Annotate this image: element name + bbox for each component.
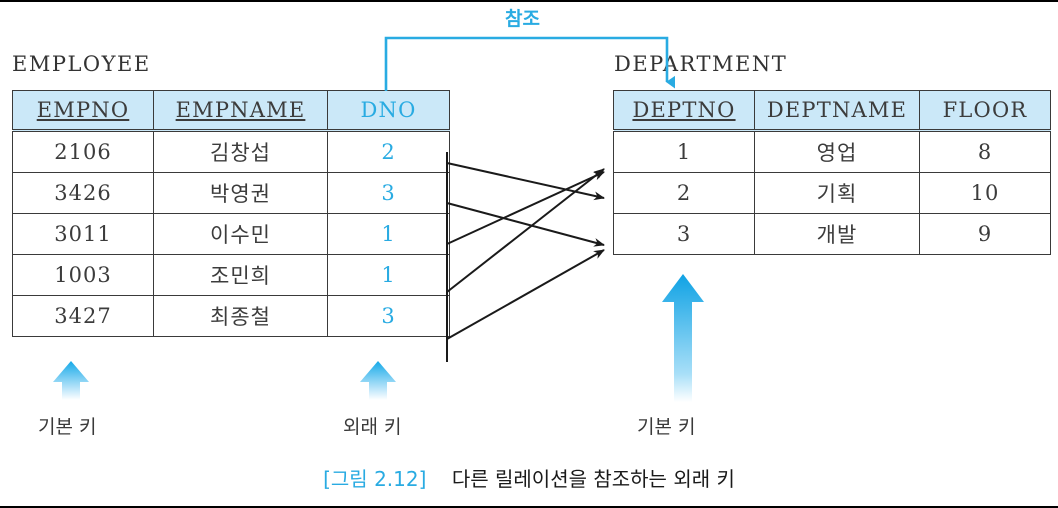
cell-deptname: 개발 <box>754 213 920 255</box>
column-header-deptname-label: DEPTNAME <box>766 98 908 122</box>
figure-caption-number: [그림 2.12] <box>323 467 427 491</box>
cell-empname: 김창섭 <box>153 130 328 173</box>
table-row: 3011 이수민 1 <box>12 213 450 255</box>
column-header-dno: DNO <box>327 90 450 132</box>
fk-arrow-row-2 <box>446 202 605 247</box>
cell-empno: 3426 <box>12 172 154 214</box>
cell-dno: 1 <box>327 213 450 255</box>
table-row: 3426 박영권 3 <box>12 172 450 214</box>
column-header-empno: EMPNO <box>12 90 154 132</box>
column-header-floor-label: FLOOR <box>942 98 1028 122</box>
cell-empname: 이수민 <box>153 213 328 255</box>
cell-deptno: 2 <box>613 172 755 214</box>
cell-dno: 3 <box>327 295 450 337</box>
column-header-deptname: DEPTNAME <box>754 90 920 132</box>
fk-arrow-row-5 <box>446 249 605 340</box>
cell-empname: 조민희 <box>153 254 328 296</box>
cell-deptname: 영업 <box>754 130 920 173</box>
cell-empno: 3427 <box>12 295 154 337</box>
cell-empname: 최종철 <box>153 295 328 337</box>
column-header-floor: FLOOR <box>919 90 1051 132</box>
table-row: 2 기획 10 <box>613 172 1051 214</box>
fk-arrow-row-3 <box>446 171 605 245</box>
cell-floor: 8 <box>919 130 1051 173</box>
cell-empname: 박영권 <box>153 172 328 214</box>
cell-floor: 9 <box>919 213 1051 255</box>
cell-floor: 10 <box>919 172 1051 214</box>
cell-deptname: 기획 <box>754 172 920 214</box>
department-table: DEPTNO DEPTNAME FLOOR 1 영업 8 2 기획 10 <box>613 90 1051 255</box>
figure-caption-text: 다른 릴레이션을 참조하는 외래 키 <box>451 467 735 491</box>
employee-header-row: EMPNO EMPNAME DNO <box>12 90 450 132</box>
table-row: 2106 김창섭 2 <box>12 130 450 173</box>
department-header-row: DEPTNO DEPTNAME FLOOR <box>613 90 1051 132</box>
table-row: 3 개발 9 <box>613 213 1051 255</box>
cell-empno: 2106 <box>12 130 154 173</box>
department-relation-title: DEPARTMENT <box>614 52 788 76</box>
column-header-deptno: DEPTNO <box>613 90 755 132</box>
column-header-dno-label: DNO <box>360 98 417 122</box>
cell-empno: 3011 <box>12 213 154 255</box>
annotation-primary-key-department: 기본 키 <box>637 416 696 438</box>
cell-empno: 1003 <box>12 254 154 296</box>
employee-table: EMPNO EMPNAME DNO 2106 김창섭 2 3426 박영권 3 <box>12 90 450 337</box>
column-header-empname-label: EMPNAME <box>175 98 306 122</box>
column-header-empname: EMPNAME <box>153 90 328 132</box>
reference-label: 참조 <box>505 8 540 30</box>
column-header-deptno-label: DEPTNO <box>632 98 736 122</box>
fk-arrow-row-4 <box>446 168 605 293</box>
foreign-key-arrow-employee <box>360 361 396 400</box>
primary-key-arrow-department <box>662 274 704 402</box>
fk-arrow-row-1 <box>446 162 605 201</box>
cell-dno: 2 <box>327 130 450 173</box>
cell-deptno: 3 <box>613 213 755 255</box>
cell-dno: 3 <box>327 172 450 214</box>
primary-key-arrow-employee <box>53 361 89 400</box>
column-header-empno-label: EMPNO <box>36 98 130 122</box>
table-row: 3427 최종철 3 <box>12 295 450 337</box>
annotation-foreign-key-employee: 외래 키 <box>343 416 402 438</box>
table-row: 1 영업 8 <box>613 130 1051 173</box>
employee-relation-title: EMPLOYEE <box>12 52 151 76</box>
cell-deptno: 1 <box>613 130 755 173</box>
cell-dno: 1 <box>327 254 450 296</box>
table-row: 1003 조민희 1 <box>12 254 450 296</box>
figure-caption: [그림 2.12] 다른 릴레이션을 참조하는 외래 키 <box>0 463 1058 492</box>
annotation-primary-key-employee: 기본 키 <box>38 416 97 438</box>
